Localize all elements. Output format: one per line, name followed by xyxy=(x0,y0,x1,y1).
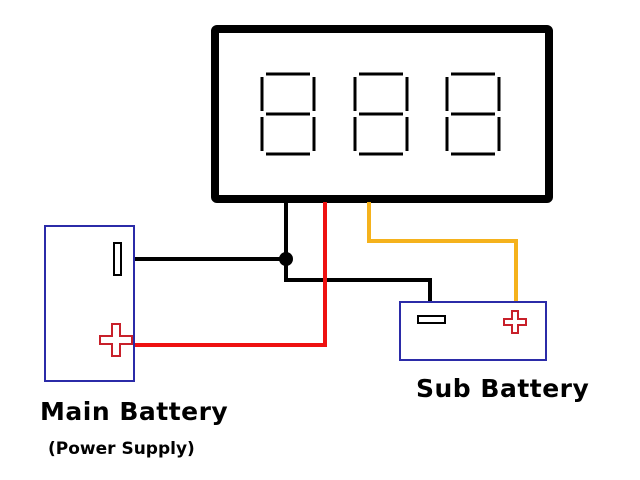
ground-wire-sub xyxy=(284,259,432,302)
positive-wire-main xyxy=(135,202,327,347)
minus-terminal-icon xyxy=(417,315,446,324)
sub-battery xyxy=(399,301,547,361)
minus-terminal-icon xyxy=(113,242,122,276)
sense-wire-sub xyxy=(367,202,518,302)
seven-segment-digits xyxy=(260,72,501,156)
main-battery-sublabel: (Power Supply) xyxy=(48,439,195,459)
plus-terminal-icon xyxy=(503,310,527,334)
junction-dot xyxy=(279,252,293,266)
sub-battery-label: Sub Battery xyxy=(416,374,590,403)
main-battery-label: Main Battery xyxy=(40,397,229,426)
ground-wire-main xyxy=(135,202,288,261)
plus-terminal-icon xyxy=(99,323,133,357)
